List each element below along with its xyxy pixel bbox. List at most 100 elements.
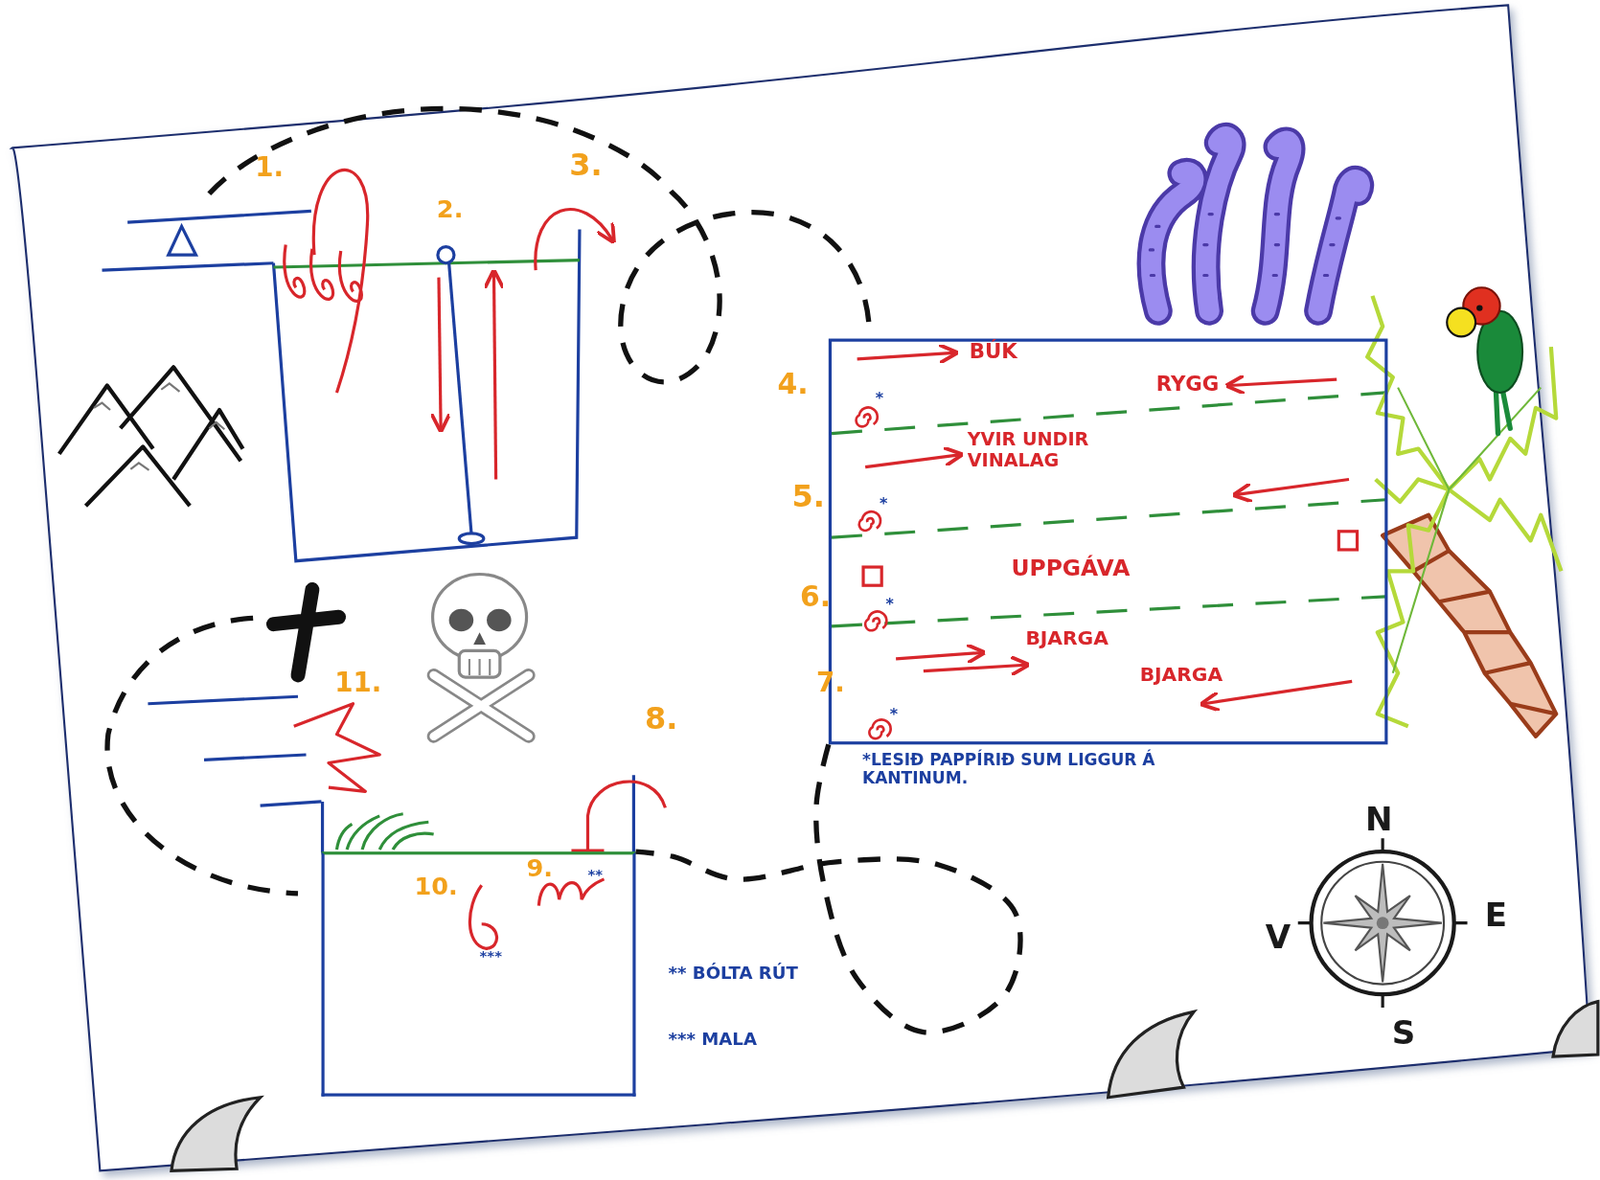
rise-arrow xyxy=(493,273,496,480)
lane-pool: BÚK RYGG YVIR UNDIR VINALAG UPPGÁVA BJARGA BJ… xyxy=(828,339,1389,746)
compass-ticks xyxy=(1298,838,1468,1008)
compass-center xyxy=(1376,916,1390,930)
pool-wall xyxy=(273,229,580,562)
footnote-note: *LESIÐ PAPPÍRIÐ SUM LIGGUR Á KANTINUM. xyxy=(862,751,1159,787)
octopus-tentacle xyxy=(1150,137,1360,312)
treasure-cross xyxy=(273,589,339,675)
route-path xyxy=(208,108,869,382)
skull xyxy=(433,573,527,660)
skull-eye xyxy=(486,609,512,632)
rescue-label: BJARGA xyxy=(1140,663,1223,686)
skull-teeth xyxy=(469,659,490,676)
route-path xyxy=(636,744,1022,1033)
footnote-mark: ** xyxy=(587,867,603,883)
snail-mark xyxy=(859,511,881,531)
turn-mark xyxy=(469,885,497,949)
pole xyxy=(449,263,472,535)
callout-number: 9. xyxy=(526,854,554,882)
skull-jaw xyxy=(458,650,501,678)
snail-mark xyxy=(865,611,887,631)
swim-style: BÚK xyxy=(969,340,1018,363)
mountains xyxy=(59,366,244,506)
swim-arrow xyxy=(895,652,982,659)
snail-mark xyxy=(865,611,887,631)
snail-mark xyxy=(856,408,878,428)
snail-mark xyxy=(868,719,891,739)
diving-board xyxy=(102,210,312,271)
jump-spirals xyxy=(284,245,363,302)
mountain-snow xyxy=(93,383,225,471)
task-square xyxy=(863,567,882,586)
shark-fin xyxy=(1108,1011,1194,1098)
crossbones xyxy=(434,675,529,737)
snail-mark xyxy=(859,511,881,531)
compass-letter: V xyxy=(1265,919,1291,956)
parrot-eye xyxy=(1476,304,1483,311)
task-square xyxy=(1338,531,1357,550)
exit-arrow xyxy=(535,209,613,272)
dive-arrow xyxy=(438,277,441,430)
callout-number: 4. xyxy=(777,368,809,401)
compass-letter: S xyxy=(1392,1016,1417,1052)
palm-trunk-rings xyxy=(1413,550,1556,714)
grass xyxy=(336,814,434,850)
callout-number: 3. xyxy=(569,147,602,182)
callout-number: 6. xyxy=(800,581,831,614)
compass-ring xyxy=(1311,851,1455,995)
pole-base xyxy=(458,533,484,545)
swim-arrow xyxy=(865,455,960,468)
footnote-mark: *** xyxy=(480,948,503,964)
swim-style: RYGG xyxy=(1156,372,1220,395)
swim-arrow xyxy=(1204,681,1352,704)
compass-star xyxy=(1323,864,1442,983)
swim-arrow xyxy=(1236,479,1349,495)
callout-number: 10. xyxy=(413,872,458,900)
pool-box: 10.9.***** xyxy=(320,851,636,1098)
callout-number: 7. xyxy=(816,667,846,697)
spring-zigzag xyxy=(294,704,380,793)
crossbones xyxy=(434,675,529,737)
parrot-beak xyxy=(1446,308,1476,338)
compass-ring xyxy=(1321,862,1444,985)
swim-arrow xyxy=(923,664,1027,671)
compass-letter: E xyxy=(1485,897,1508,934)
snail-mark xyxy=(856,408,878,428)
skull-nose xyxy=(473,632,486,645)
palm-frond xyxy=(1393,388,1541,674)
climb-arrow xyxy=(571,781,665,851)
callout-number: 2. xyxy=(436,195,464,223)
swim-style: YVIR UNDIR VINALAG xyxy=(967,429,1111,470)
callout-number: 5. xyxy=(791,479,824,513)
swim-arrow xyxy=(1229,379,1337,386)
footnote-mark: * xyxy=(885,595,893,614)
callout-number: 1. xyxy=(254,153,284,183)
shark-fin xyxy=(1553,1002,1599,1058)
task-label: UPPGÁVA xyxy=(1010,555,1130,581)
ball-mark xyxy=(538,879,604,907)
parrot-tail xyxy=(1495,388,1510,435)
snail-mark xyxy=(868,719,891,739)
skull-eye xyxy=(449,609,475,632)
footnote-mark: * xyxy=(875,389,884,408)
swim-arrow xyxy=(857,352,955,359)
water-line xyxy=(273,260,580,268)
connector-group xyxy=(636,744,1022,1033)
starting-blocks xyxy=(147,696,321,806)
octopus-suckers xyxy=(1149,214,1340,276)
callout-number: 8. xyxy=(644,702,678,736)
footnote-note: ** BÓLTA RÚT xyxy=(668,963,799,983)
footnote-note: *** MALA xyxy=(668,1029,757,1050)
shark-fin xyxy=(171,1097,261,1172)
footnote-mark: * xyxy=(879,496,888,514)
compass-letter: N xyxy=(1365,801,1394,838)
octopus-tentacle xyxy=(1150,137,1360,312)
footnote-mark: * xyxy=(890,706,898,724)
lane-divider xyxy=(831,392,1386,627)
pole-buoy xyxy=(437,247,455,264)
rescue-label: BJARGA xyxy=(1025,627,1108,649)
palm-frond xyxy=(1367,296,1561,727)
paper-sheet xyxy=(12,4,1591,1171)
callout-number: 11. xyxy=(334,667,382,697)
